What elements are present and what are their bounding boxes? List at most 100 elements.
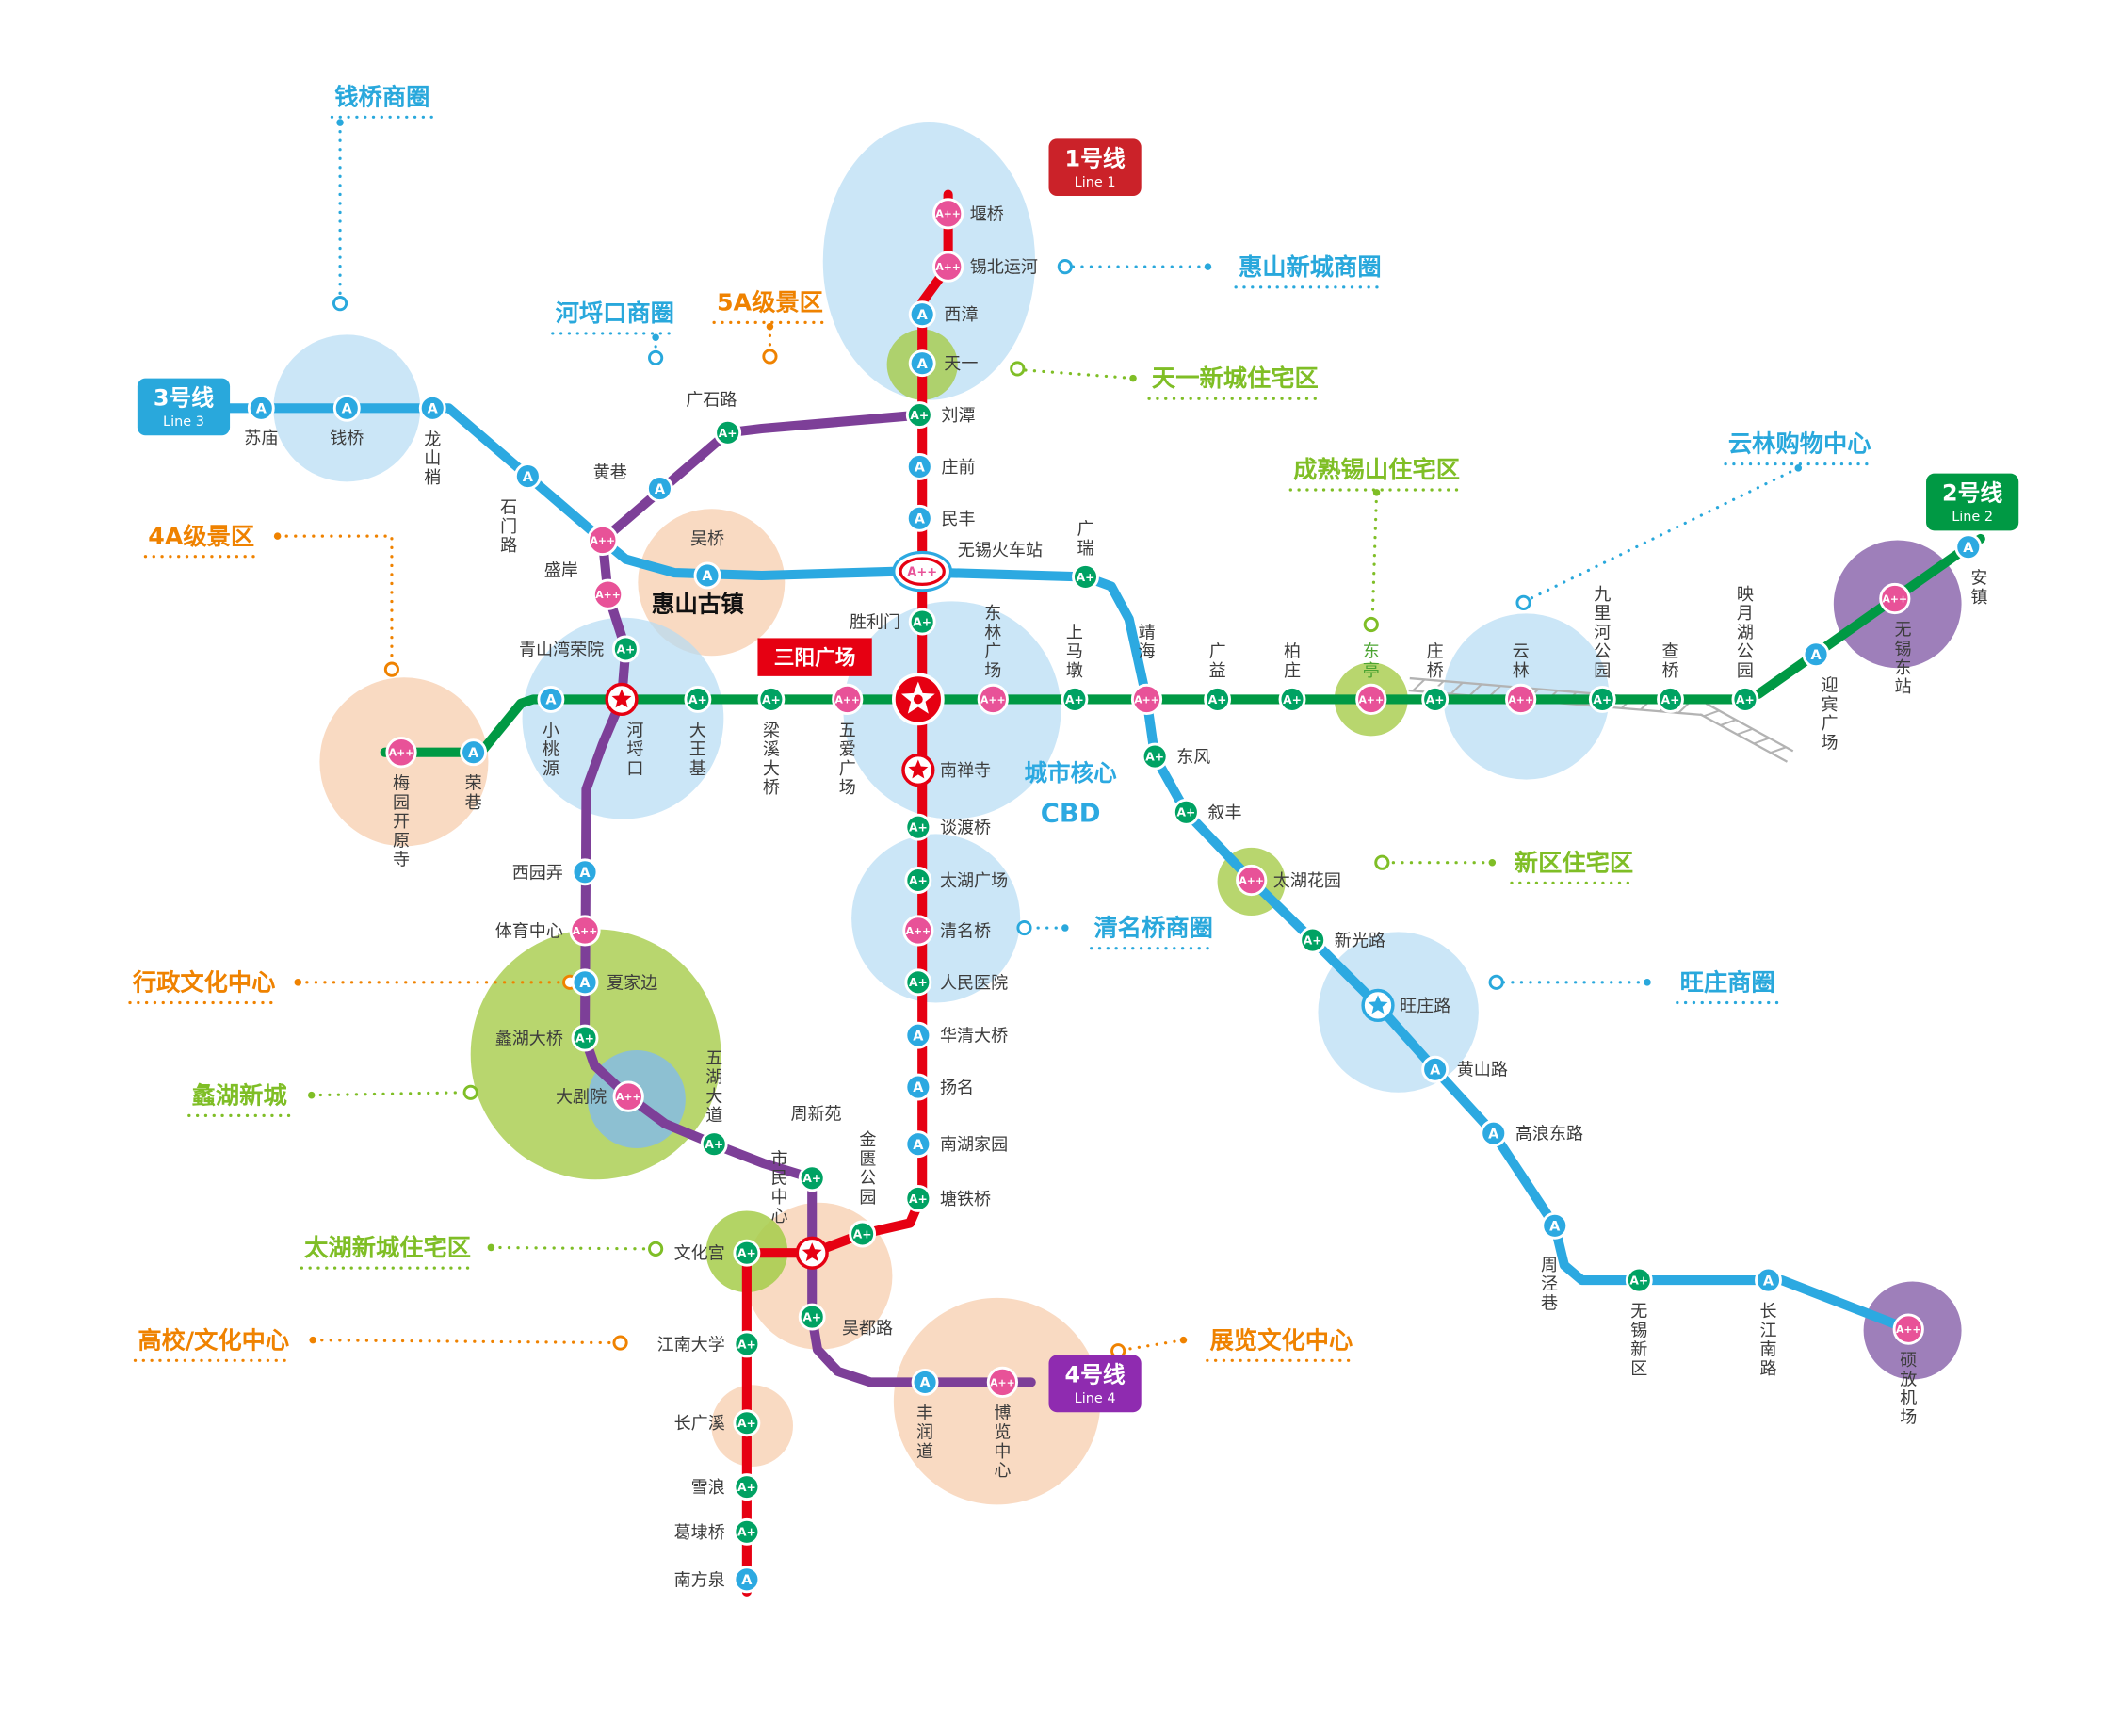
station-映月湖公园[interactable]: A+ — [1731, 685, 1759, 713]
station-广瑞[interactable]: A+ — [1072, 562, 1099, 591]
station-硕放机场[interactable]: A++ — [1892, 1313, 1924, 1345]
station-谈渡桥[interactable]: A+ — [904, 813, 932, 841]
station-博览中心[interactable]: A++ — [986, 1366, 1019, 1399]
station-太湖花园[interactable]: A++ — [1236, 864, 1268, 897]
station-无锡火车站[interactable]: A++ — [892, 550, 953, 592]
station-清名桥[interactable]: A++ — [902, 915, 934, 947]
station-南湖家园[interactable]: A — [904, 1130, 932, 1159]
station-九里河公园[interactable]: A+ — [1588, 685, 1616, 713]
station-rating-text: A+ — [705, 1138, 723, 1151]
station-迎宾广场[interactable]: A — [1802, 641, 1830, 669]
station-云林[interactable]: A++ — [1505, 683, 1537, 716]
station-南方泉[interactable]: A — [733, 1566, 761, 1594]
station-黄巷[interactable]: A — [646, 475, 673, 503]
station-胜利门[interactable]: A+ — [908, 608, 936, 636]
station-刘潭[interactable]: A+ — [905, 401, 933, 430]
station-人民医院[interactable]: A+ — [904, 968, 932, 997]
station-天一[interactable]: A — [908, 349, 936, 378]
station-石门路[interactable]: A — [513, 462, 542, 491]
station-新光路[interactable]: A+ — [1299, 926, 1327, 954]
station-吴桥[interactable]: A — [693, 561, 721, 590]
station-葛埭桥[interactable]: A+ — [733, 1517, 761, 1546]
station-rating-text: A — [655, 482, 666, 497]
station-无锡新区[interactable]: A+ — [1625, 1266, 1653, 1294]
station-rating-text: A+ — [1283, 693, 1302, 706]
station-吴都路[interactable]: A+ — [798, 1303, 826, 1331]
station-民丰[interactable]: A — [905, 504, 933, 532]
station-庄前[interactable]: A — [905, 453, 933, 480]
station-东林广场[interactable]: A++ — [977, 683, 1009, 716]
station-高浪东路[interactable]: A — [1480, 1119, 1508, 1147]
station-marker — [1541, 1211, 1569, 1240]
station-rating-text: A+ — [1426, 693, 1445, 706]
station-青山湾荣院[interactable]: A+ — [611, 635, 640, 663]
station-东亭[interactable]: A++ — [1355, 683, 1387, 716]
station-安镇[interactable]: A — [1954, 533, 1983, 561]
station-旺庄路[interactable] — [1361, 988, 1395, 1022]
station-江南大学[interactable]: A+ — [733, 1330, 761, 1358]
railway-tie — [1720, 719, 1737, 726]
station-marker — [904, 1130, 932, 1159]
station-华清大桥[interactable]: A — [904, 1021, 932, 1049]
station-广益[interactable]: A+ — [1204, 685, 1232, 713]
station-叙丰[interactable]: A+ — [1172, 798, 1200, 826]
station-夏家边[interactable]: A — [571, 968, 599, 997]
station-柏庄[interactable]: A+ — [1278, 685, 1306, 713]
station-广石路[interactable]: A+ — [714, 418, 742, 446]
station-五湖大道[interactable]: A+ — [700, 1130, 728, 1159]
station-文化宫[interactable]: A+ — [733, 1239, 761, 1267]
station-盛岸[interactable]: A++ — [587, 524, 619, 557]
station-查桥[interactable]: A+ — [1657, 685, 1684, 713]
station-上马墩[interactable]: A+ — [1061, 685, 1089, 713]
station-黄山路[interactable]: A — [1421, 1055, 1450, 1083]
station-label-蠡湖大桥: 蠡湖大桥 — [495, 1030, 563, 1049]
station-大王基[interactable]: A+ — [684, 685, 712, 713]
station-体育中心[interactable]: A++ — [569, 915, 601, 947]
station-三阳广场[interactable] — [891, 673, 945, 726]
station-marker — [832, 683, 864, 716]
station-东风[interactable]: A+ — [1141, 742, 1169, 771]
station-rating-text: A+ — [802, 1172, 821, 1185]
station-rating-text: A++ — [1359, 693, 1385, 706]
station-太湖广场[interactable]: A+ — [904, 867, 932, 894]
leader-start-dot — [1644, 979, 1651, 986]
station-梁溪大桥[interactable]: A+ — [757, 685, 786, 713]
station-龙山梢[interactable]: A — [418, 394, 446, 422]
station-市民中心[interactable] — [795, 1236, 829, 1270]
station-大剧院[interactable]: A++ — [612, 1080, 644, 1112]
leader-line — [1022, 368, 1135, 381]
station-锡北运河[interactable]: A++ — [932, 251, 964, 283]
station-marker — [1802, 641, 1830, 669]
station-荣巷[interactable]: A — [460, 738, 488, 767]
station-靖海[interactable]: A++ — [1130, 683, 1163, 716]
station-苏庙[interactable]: A — [247, 394, 275, 422]
station-西园弄[interactable]: A — [571, 858, 599, 886]
station-河埒口[interactable] — [605, 682, 639, 717]
station-金匮公园[interactable]: A+ — [849, 1220, 877, 1248]
station-label-龙山梢: 龙山梢 — [424, 430, 441, 487]
station-周新苑[interactable]: A+ — [798, 1164, 826, 1192]
station-小桃源[interactable]: A — [537, 685, 565, 713]
station-rating-text: A+ — [913, 616, 931, 629]
station-rating-text: A+ — [575, 1031, 594, 1045]
badge-box — [1048, 138, 1142, 197]
station-雪浪[interactable]: A+ — [733, 1473, 761, 1501]
station-五爱广场[interactable]: A++ — [832, 683, 864, 716]
station-塘铁桥[interactable]: A+ — [904, 1185, 932, 1212]
station-南禅寺[interactable] — [901, 753, 935, 787]
station-label-上马墩: 上马墩 — [1066, 623, 1083, 680]
station-西漳[interactable]: A — [908, 300, 936, 329]
station-rating-text: A++ — [1134, 693, 1159, 706]
station-无锡东站[interactable]: A++ — [1879, 582, 1911, 615]
station-堰桥[interactable]: A++ — [932, 198, 964, 230]
station-庄桥[interactable]: A+ — [1421, 685, 1450, 713]
station-梅园开原寺[interactable]: A++ — [385, 737, 417, 769]
station-长广溪[interactable]: A+ — [733, 1409, 761, 1437]
station-丰润道[interactable]: A — [911, 1368, 939, 1396]
station-钱桥[interactable]: A — [332, 394, 361, 422]
station-长江南路[interactable]: A — [1755, 1266, 1782, 1294]
station-周泾巷[interactable]: A — [1541, 1211, 1569, 1240]
station-蠡湖大桥[interactable]: A+ — [571, 1024, 599, 1052]
station-惠山古镇[interactable]: A++ — [591, 578, 624, 610]
station-扬名[interactable]: A — [904, 1073, 932, 1101]
